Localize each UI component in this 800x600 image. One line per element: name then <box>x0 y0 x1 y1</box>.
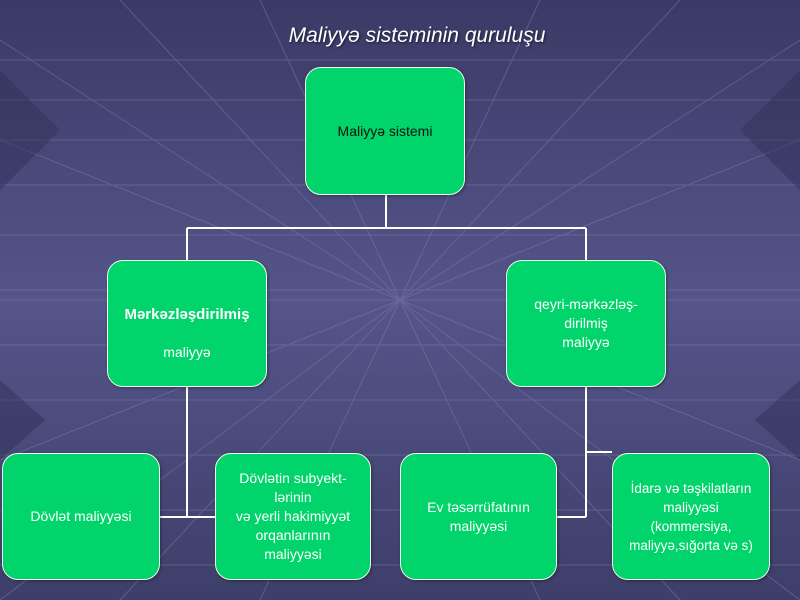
node-state-finance: Dövlət maliyyəsi <box>2 453 160 580</box>
node-local-authority-label: Dövlətin subyekt- lərinin və yerli hakim… <box>235 470 351 562</box>
node-household-finance: Ev təsərrüfatının maliyyəsi <box>400 453 557 580</box>
node-decentralized-label: qeyri-mərkəzləş- dirilmiş maliyyə <box>534 296 638 350</box>
node-enterprise-finance: İdarə və təşkilatların maliyyəsi (kommer… <box>612 453 770 580</box>
node-enterprise-label: İdarə və təşkilatların maliyyəsi (kommer… <box>629 480 753 553</box>
node-centralized-label-bold: Mərkəzləşdirilmiş <box>124 305 250 323</box>
node-centralized-finance: Mərkəzləşdirilmiş maliyyə <box>107 260 267 387</box>
node-decentralized-finance: qeyri-mərkəzləş- dirilmiş maliyyə <box>506 260 666 387</box>
diagram-title: Maliyyə sisteminin quruluşu <box>288 24 546 47</box>
node-finance-system: Maliyyə sistemi <box>305 67 465 195</box>
node-household-label: Ev təsərrüfatının maliyyəsi <box>427 498 530 534</box>
node-local-authority-finance: Dövlətin subyekt- lərinin və yerli hakim… <box>215 453 371 580</box>
node-centralized-label: maliyyə <box>163 343 211 360</box>
node-state-finance-label: Dövlət maliyyəsi <box>30 508 132 524</box>
node-finance-system-label: Maliyyə sistemi <box>337 122 433 139</box>
